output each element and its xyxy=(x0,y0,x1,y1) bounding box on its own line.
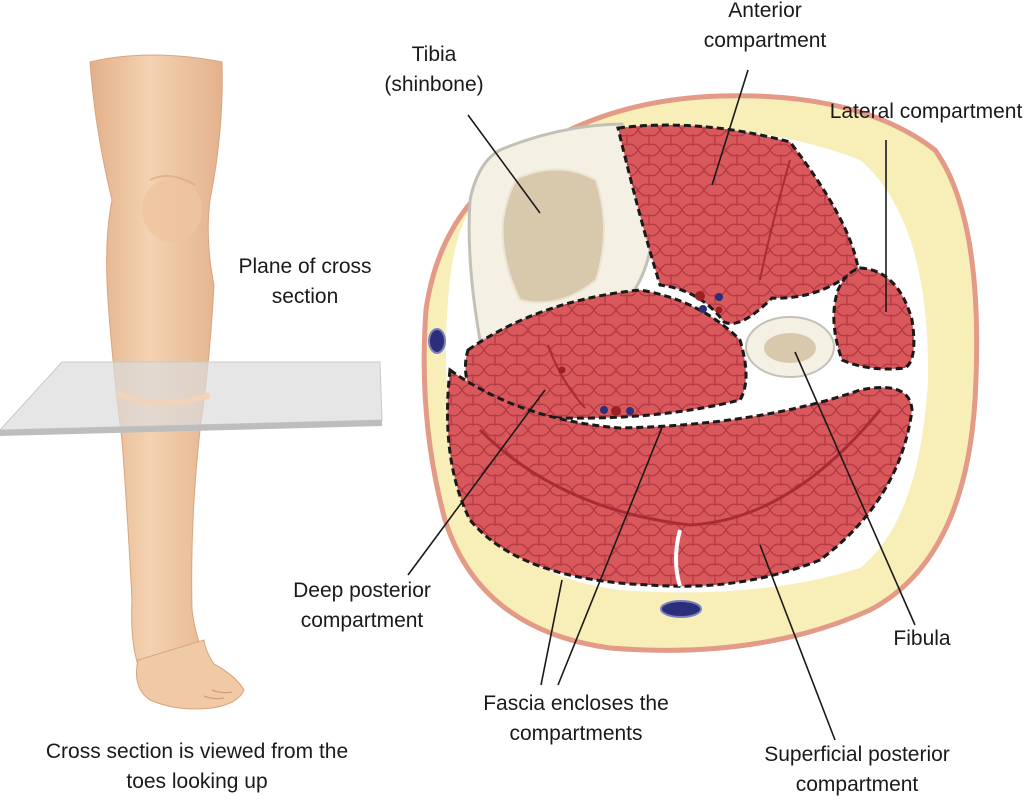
leg-illustration xyxy=(89,54,245,710)
superficial-posterior-label-line-2: compartment xyxy=(795,773,919,796)
fibula-label-line-1: Fibula xyxy=(893,627,951,650)
plane-label-line-2: section xyxy=(271,285,339,308)
tibia-label-line-2: (shinbone) xyxy=(384,73,484,96)
fascia-label: Fascia encloses the compartments xyxy=(483,689,669,749)
plane-label: Plane of cross section xyxy=(238,252,371,312)
fibula-label: Fibula xyxy=(893,624,950,654)
anterior-pointer xyxy=(711,69,749,186)
superficial-posterior-pointer xyxy=(759,544,836,741)
view-note-label: Cross section is viewed from the toes lo… xyxy=(46,737,348,797)
deep-posterior-label-line-1: Deep posterior xyxy=(293,579,431,602)
fascia-pointer-2 xyxy=(557,424,664,686)
deep-posterior-pointer xyxy=(407,389,546,576)
fibula-pointer xyxy=(794,351,916,626)
pointer-lines xyxy=(407,69,916,741)
tibia-label: Tibia (shinbone) xyxy=(384,40,483,100)
fascia-label-line-1: Fascia encloses the xyxy=(483,692,669,715)
lateral-label-line-1: Lateral compartment xyxy=(829,100,1023,123)
deep-posterior-label: Deep posterior compartment xyxy=(293,576,431,636)
fascia-pointer-1 xyxy=(540,579,563,686)
deep-posterior-label-line-2: compartment xyxy=(300,609,424,632)
plane-label-line-1: Plane of cross xyxy=(238,255,372,278)
view-note-line-2: toes looking up xyxy=(126,770,268,793)
anterior-label-line-1: Anterior xyxy=(728,0,802,22)
cross-section-plane xyxy=(0,361,383,436)
tibia-pointer xyxy=(467,114,541,214)
lateral-label: Lateral compartment xyxy=(830,97,1023,127)
anterior-label: Anterior compartment xyxy=(704,0,827,56)
fascia-label-line-2: compartments xyxy=(509,722,643,745)
anterior-label-line-2: compartment xyxy=(703,29,827,52)
superficial-posterior-label: Superficial posterior compartment xyxy=(764,740,950,800)
tibia-label-line-1: Tibia xyxy=(411,43,457,66)
view-note-line-1: Cross section is viewed from the xyxy=(45,740,349,763)
leg-cross-section xyxy=(421,93,980,653)
superficial-posterior-label-line-1: Superficial posterior xyxy=(764,743,950,766)
